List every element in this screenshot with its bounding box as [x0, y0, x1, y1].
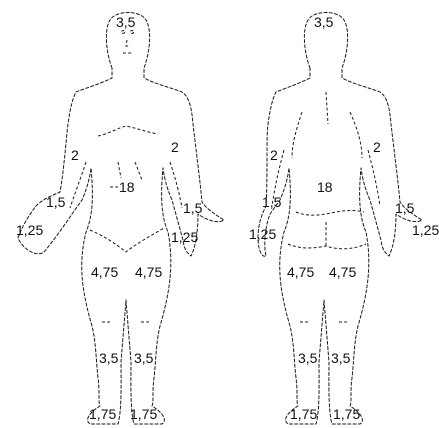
front-nose: [126, 40, 129, 46]
back-forearm-left-label: 1,5: [262, 194, 282, 210]
front-left-arm-inner: [70, 162, 86, 208]
back-waist-line: [296, 211, 364, 216]
back-leg-right-label: 3,5: [331, 350, 351, 366]
back-right-arm-inner: [368, 150, 380, 206]
back-left-scapula: [292, 112, 302, 158]
front-hand-left-label: 1,25: [16, 222, 43, 238]
front-right-arm-inner: [170, 162, 182, 208]
front-head-label: 3,5: [116, 14, 136, 30]
front-foot-right-label: 1,75: [130, 406, 157, 422]
back-head-label: 3,5: [314, 14, 334, 30]
front-thigh-left-label: 4,75: [91, 264, 118, 280]
back-foot-left-label: 1,75: [290, 406, 317, 422]
back-foot-right-label: 1,75: [333, 406, 360, 422]
front-leg-right-label: 3,5: [134, 350, 154, 366]
back-forearm-right-label: 1,5: [395, 200, 415, 216]
front-abdomen-line-right: [135, 162, 142, 180]
front-forearm-right-label: 1,5: [183, 200, 203, 216]
front-body-outline: [18, 13, 224, 425]
front-right-eye: [131, 31, 134, 34]
back-spine-line: [326, 92, 328, 124]
front-foot-left-label: 1,75: [89, 406, 116, 422]
back-upper-arm-left-label: 2: [270, 147, 278, 163]
back-thigh-left-label: 4,75: [287, 264, 314, 280]
front-figure: [18, 13, 224, 425]
front-hand-right-label: 1,25: [171, 229, 198, 245]
back-hand-left-label: 1,25: [249, 226, 276, 242]
front-groin-line: [90, 228, 164, 252]
front-thigh-right-label: 4,75: [135, 264, 162, 280]
back-trunk-label: 18: [317, 179, 333, 195]
front-forearm-left-label: 1,5: [46, 194, 66, 210]
front-chest-line: [98, 126, 158, 136]
back-upper-arm-right-label: 2: [373, 139, 381, 155]
back-thigh-right-label: 4,75: [329, 264, 356, 280]
back-buttock-line: [288, 244, 366, 249]
front-upper-arm-left-label: 2: [71, 147, 79, 163]
back-hand-right-label: 1,25: [412, 222, 439, 238]
front-left-eye: [122, 31, 125, 34]
front-leg-left-label: 3,5: [99, 350, 119, 366]
front-abdomen-line-left: [118, 162, 121, 178]
front-trunk-label: 18: [119, 179, 135, 195]
front-upper-arm-right-label: 2: [171, 139, 179, 155]
back-right-scapula: [350, 112, 362, 158]
back-leg-left-label: 3,5: [298, 350, 318, 366]
